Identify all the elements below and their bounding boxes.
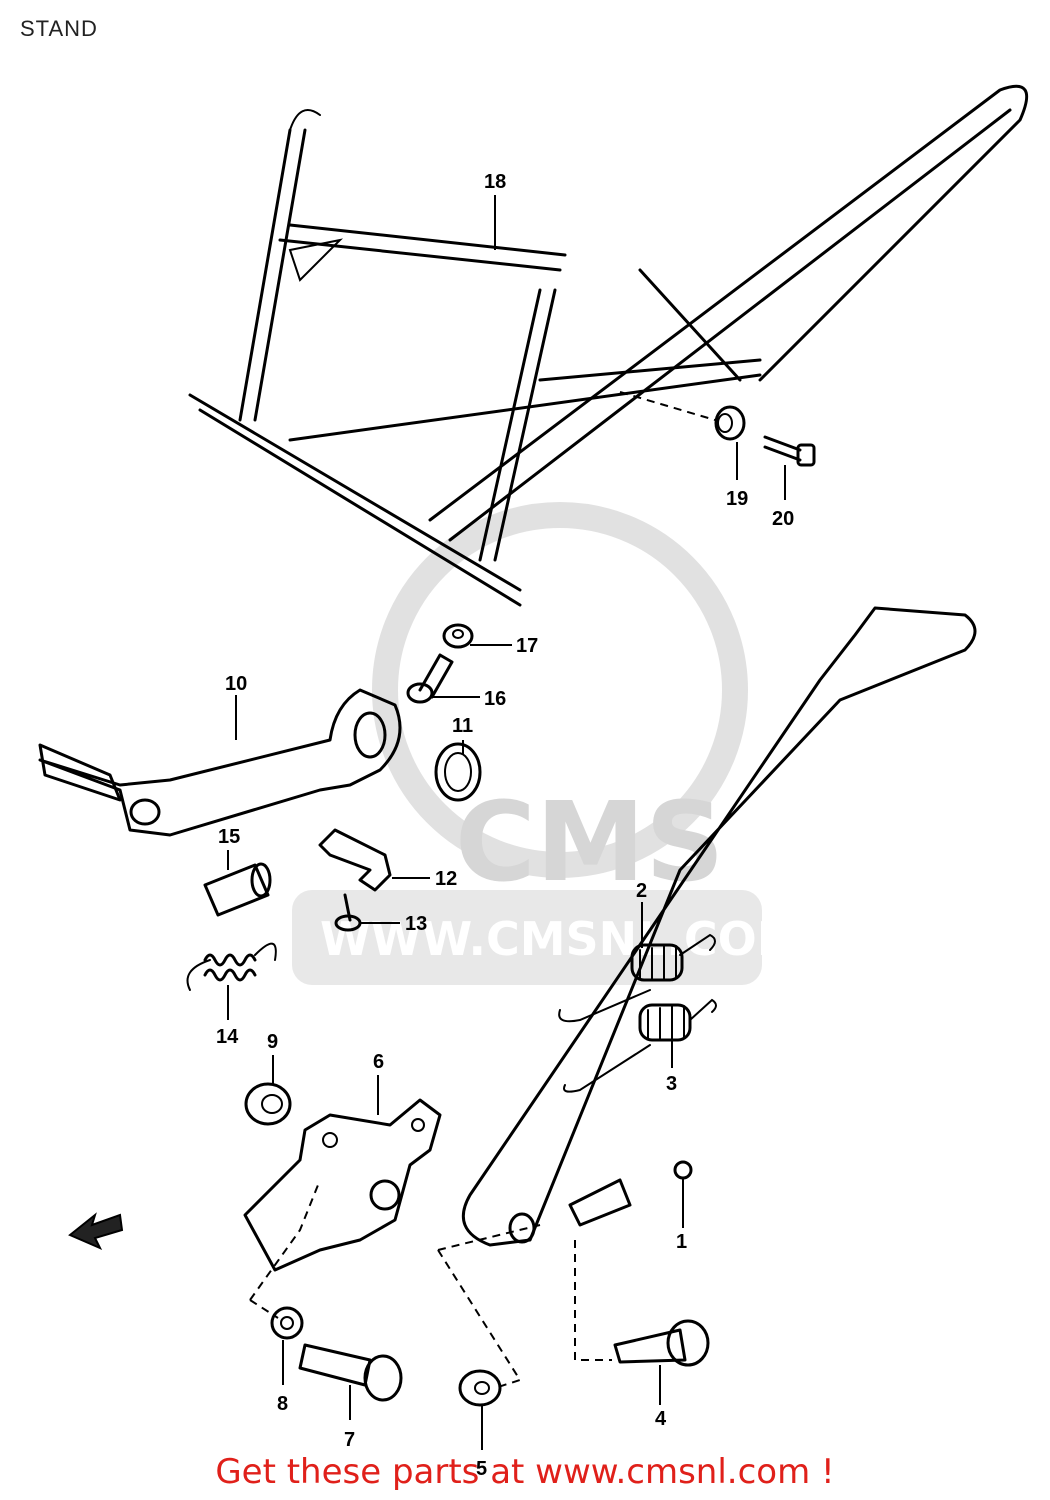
part-15-bushing <box>203 862 272 917</box>
watermark-url: WWW.CMSNL.COM <box>320 912 803 966</box>
part-17-nut <box>442 623 474 649</box>
callout-5: 5 <box>476 1458 487 1480</box>
callout-18: 18 <box>484 171 506 193</box>
callout-3: 3 <box>666 1073 677 1095</box>
callout-10: 10 <box>225 673 247 695</box>
part-5-nut <box>458 1369 502 1407</box>
part-8-washer <box>270 1306 304 1340</box>
leader-lines <box>227 195 786 1450</box>
part-6-bracket <box>243 1098 442 1272</box>
callout-7: 7 <box>344 1429 355 1451</box>
callout-20: 20 <box>772 508 794 530</box>
part-9-nut <box>244 1082 292 1126</box>
part-16-bolt <box>406 653 454 704</box>
part-7-bolt <box>298 1343 403 1402</box>
part-19-bushing <box>714 405 746 441</box>
callout-19: 19 <box>726 488 748 510</box>
callout-16: 16 <box>484 688 506 710</box>
callout-17: 17 <box>516 635 538 657</box>
callout-13: 13 <box>405 913 427 935</box>
callout-11: 11 <box>452 715 473 737</box>
callout-4: 4 <box>655 1408 667 1430</box>
watermark: CMS WWW.CMSNL.COM <box>292 502 803 985</box>
callout-1: 1 <box>676 1231 687 1253</box>
callout-2: 2 <box>636 880 647 902</box>
callout-9: 9 <box>267 1031 278 1053</box>
part-12-bracket <box>318 828 392 892</box>
callout-12: 12 <box>435 868 457 890</box>
page-title: STAND <box>20 16 98 41</box>
part-11-washer <box>434 742 482 802</box>
part-3-spring <box>563 998 717 1093</box>
footer-link[interactable]: Get these parts at www.cmsnl.com ! <box>215 1452 835 1492</box>
direction-arrow-icon <box>68 1212 124 1251</box>
callout-14: 14 <box>216 1026 239 1048</box>
part-14-spring <box>186 942 277 991</box>
watermark-brand: CMS <box>455 778 724 906</box>
callout-8: 8 <box>277 1393 288 1415</box>
part-4-pivot-bolt <box>613 1319 710 1367</box>
part-10-pedal-arm <box>38 688 402 837</box>
callout-6: 6 <box>373 1051 384 1073</box>
part-20-bolt <box>763 435 816 467</box>
part-18-center-stand <box>188 84 1029 607</box>
callout-15: 15 <box>218 826 240 848</box>
part-2-spring <box>558 933 716 1023</box>
